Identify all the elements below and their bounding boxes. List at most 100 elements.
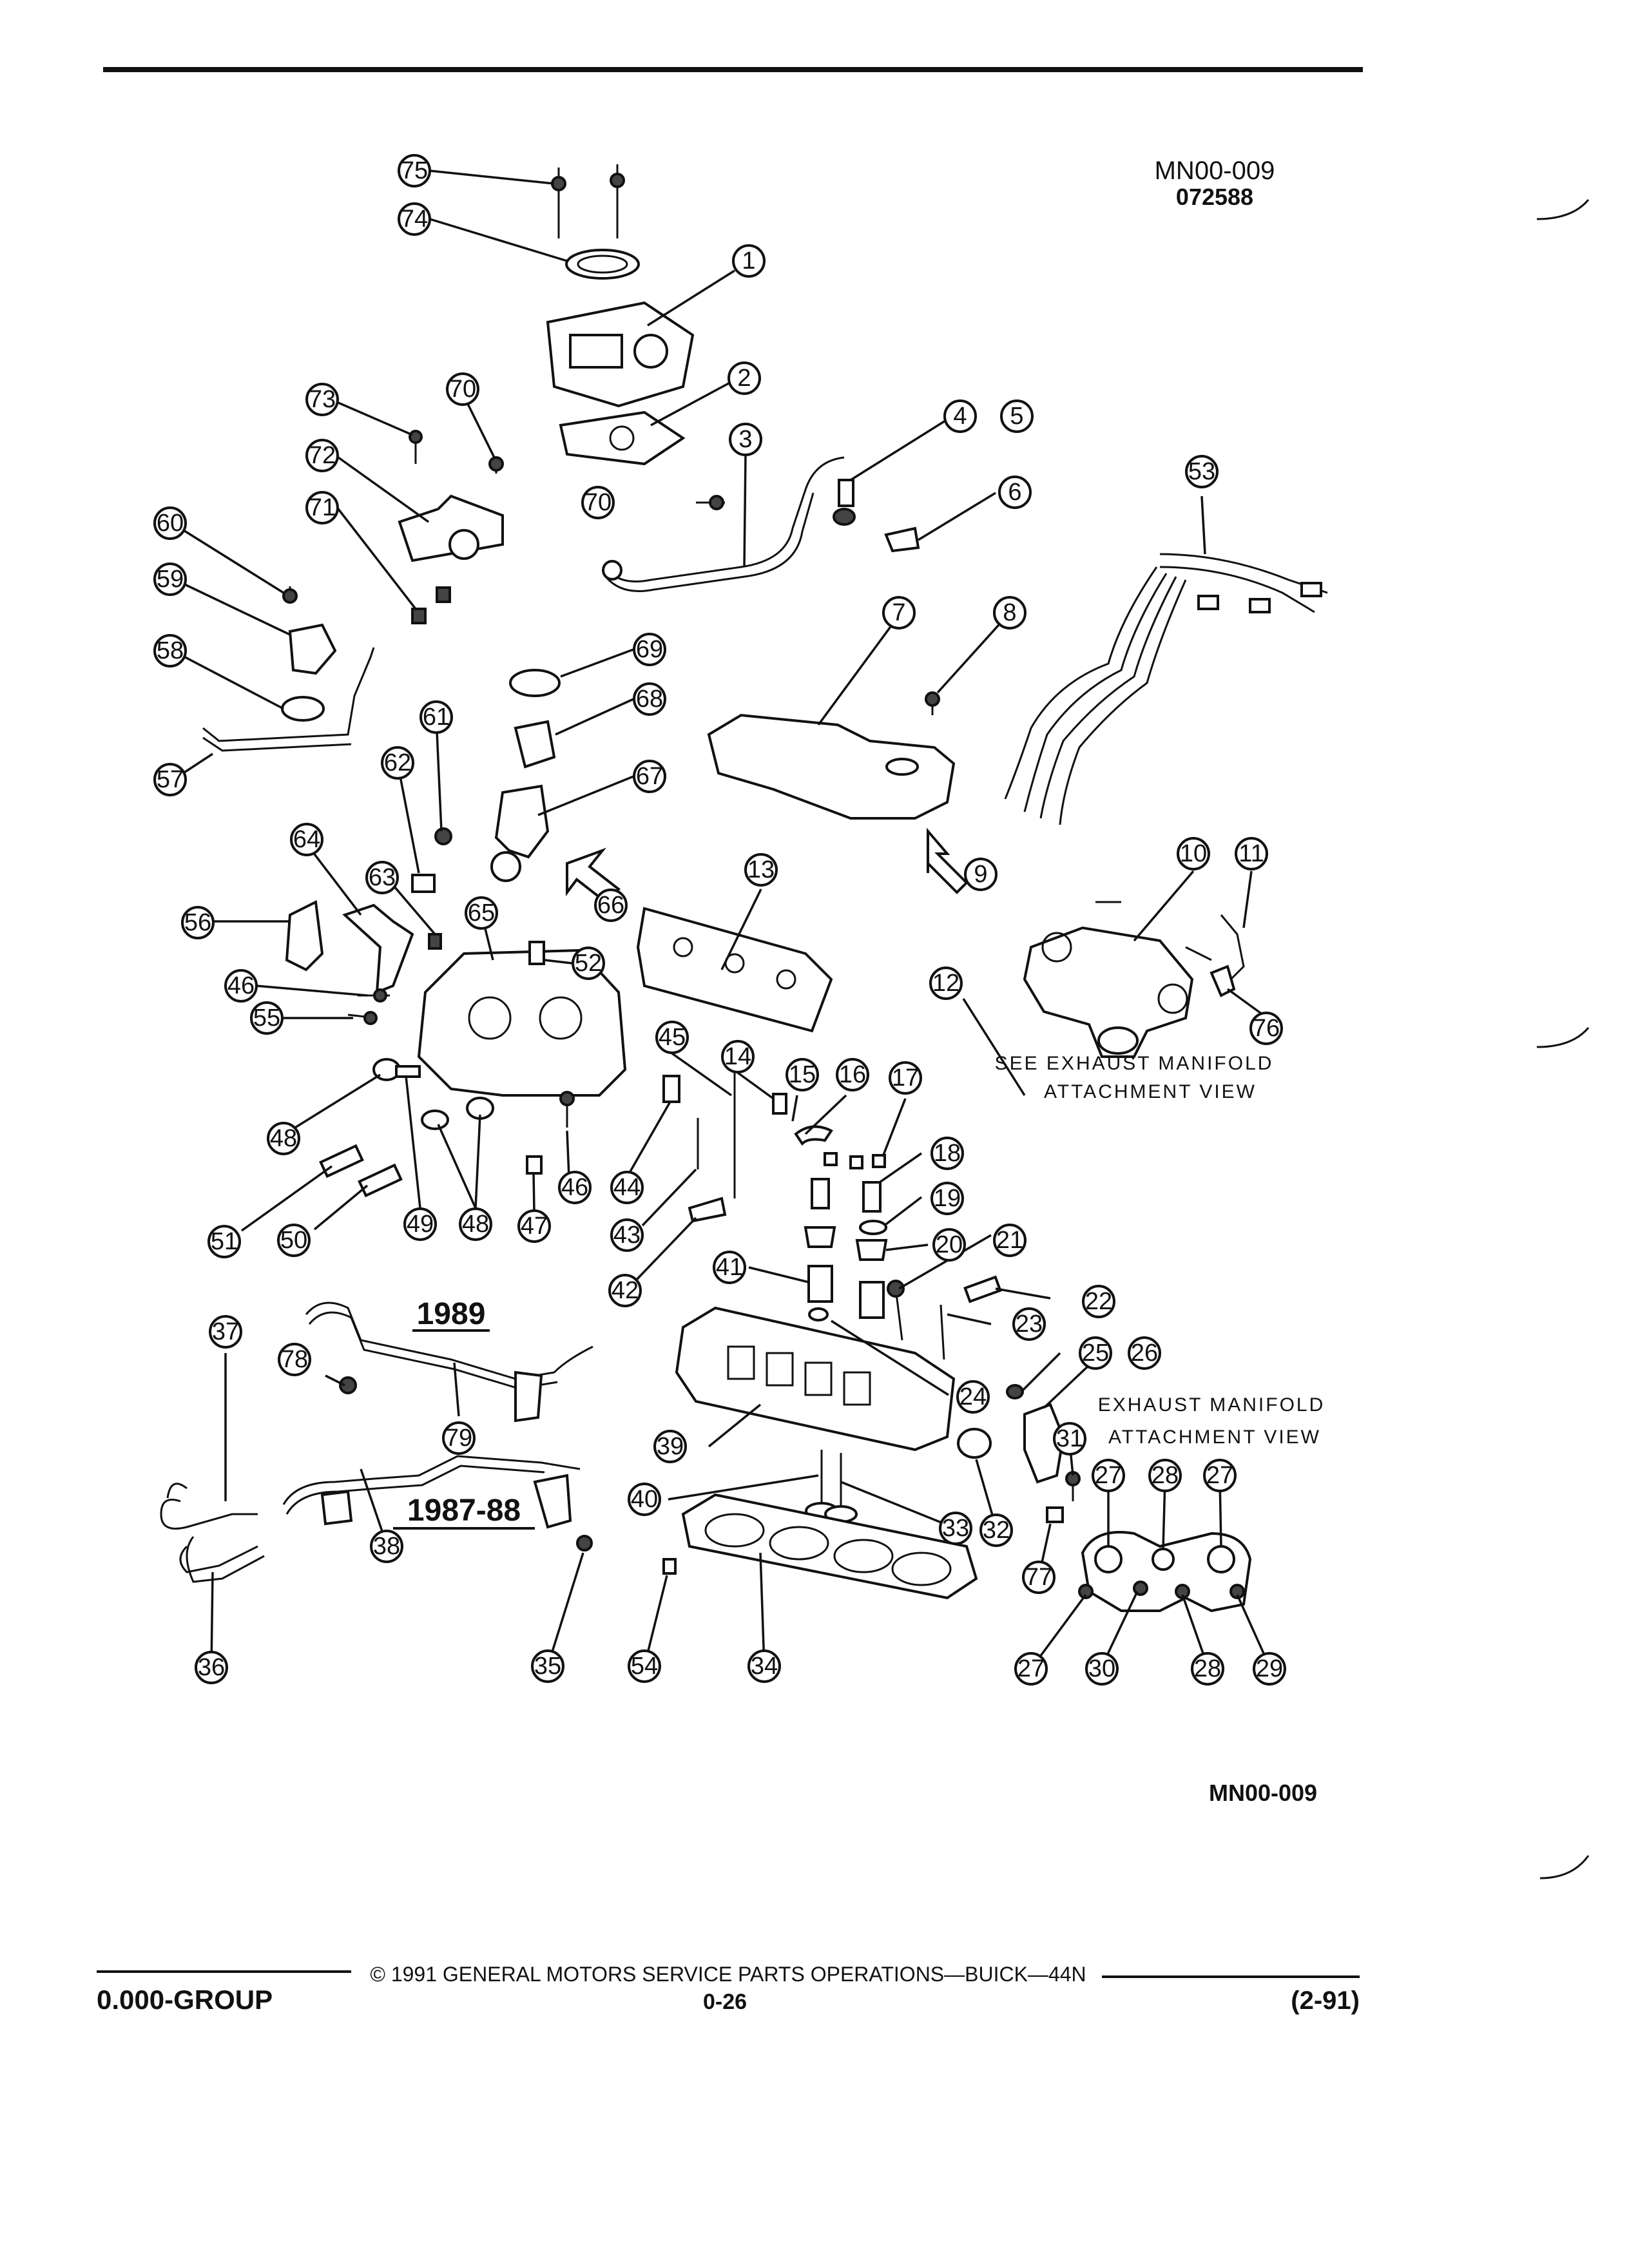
callout-19: 19 [930, 1182, 964, 1215]
svg-text:24: 24 [959, 1383, 987, 1410]
callout-2: 2 [728, 361, 761, 395]
svg-text:68: 68 [636, 686, 663, 713]
callout-73: 73 [305, 383, 339, 416]
callout-14: 14 [721, 1040, 755, 1073]
callout-24: 24 [956, 1380, 990, 1414]
callout-61: 61 [419, 700, 453, 734]
svg-text:26: 26 [1131, 1340, 1158, 1367]
callout-62: 62 [381, 746, 414, 780]
callout-12: 12 [929, 966, 963, 1000]
svg-text:51: 51 [211, 1228, 238, 1255]
svg-text:77: 77 [1025, 1564, 1052, 1591]
callout-7: 7 [882, 596, 916, 629]
svg-text:55: 55 [253, 1004, 280, 1032]
svg-text:54: 54 [631, 1653, 658, 1680]
figure-id: MN00-009 [1155, 157, 1275, 185]
svg-text:19: 19 [934, 1185, 961, 1212]
svg-text:17: 17 [892, 1064, 919, 1091]
svg-text:4: 4 [953, 403, 967, 430]
svg-text:67: 67 [636, 763, 663, 790]
svg-text:74: 74 [401, 206, 428, 233]
svg-text:41: 41 [716, 1254, 743, 1281]
callout-41: 41 [713, 1251, 746, 1284]
svg-text:5: 5 [1010, 403, 1023, 430]
svg-text:57: 57 [157, 766, 184, 793]
svg-text:2: 2 [737, 365, 751, 392]
callout-69: 69 [633, 633, 666, 666]
callout-40: 40 [628, 1483, 661, 1516]
svg-text:39: 39 [657, 1433, 684, 1460]
svg-text:8: 8 [1003, 599, 1016, 626]
callout-72: 72 [305, 439, 339, 472]
svg-text:66: 66 [597, 892, 624, 919]
svg-text:16: 16 [839, 1061, 866, 1088]
footer-group: 0.000-GROUP [97, 1984, 273, 2015]
callout-37: 37 [209, 1315, 242, 1349]
callout-76: 76 [1249, 1012, 1283, 1045]
callout-23: 23 [1012, 1307, 1046, 1341]
svg-text:37: 37 [212, 1318, 239, 1345]
callout-39: 39 [653, 1430, 687, 1463]
callout-63: 63 [365, 861, 399, 894]
callout-66: 66 [594, 889, 628, 922]
svg-text:23: 23 [1016, 1311, 1043, 1338]
callout-25: 25 [1079, 1336, 1112, 1370]
callout-6: 6 [998, 476, 1032, 509]
callout-29: 29 [1253, 1652, 1286, 1686]
svg-text:70: 70 [584, 489, 612, 516]
callout-35: 35 [531, 1649, 564, 1683]
callout-70-center: 70 [581, 486, 615, 519]
callout-52: 52 [572, 947, 605, 980]
svg-text:27: 27 [1017, 1655, 1045, 1682]
svg-text:33: 33 [942, 1515, 969, 1542]
callout-22: 22 [1082, 1285, 1115, 1318]
svg-text:70: 70 [449, 376, 476, 403]
callout-50: 50 [277, 1224, 311, 1257]
callout-68: 68 [633, 682, 666, 716]
callout-13: 13 [744, 853, 778, 887]
callout-27-bottom: 27 [1014, 1652, 1048, 1686]
callout-54: 54 [628, 1649, 661, 1683]
svg-text:61: 61 [423, 704, 450, 731]
svg-text:43: 43 [613, 1222, 641, 1249]
svg-text:18: 18 [934, 1140, 961, 1167]
callout-51: 51 [207, 1225, 241, 1258]
callout-9: 9 [964, 858, 998, 891]
callout-47: 47 [517, 1209, 551, 1243]
svg-text:12: 12 [932, 970, 959, 997]
callout-30: 30 [1085, 1652, 1119, 1686]
callout-59: 59 [153, 562, 187, 596]
callout-27-top-right: 27 [1203, 1459, 1237, 1492]
callout-31: 31 [1053, 1422, 1086, 1456]
callout-77: 77 [1022, 1561, 1055, 1594]
callout-21: 21 [993, 1224, 1027, 1257]
svg-text:20: 20 [936, 1231, 963, 1258]
part-shapes [160, 164, 1328, 1613]
svg-text:60: 60 [157, 510, 184, 537]
svg-text:73: 73 [309, 386, 336, 413]
callouts: 75 74 1 2 73 70 72 71 3 4 5 6 70 60 59 5… [153, 154, 1286, 1686]
callout-10: 10 [1177, 837, 1210, 870]
svg-text:1: 1 [742, 247, 755, 274]
svg-text:21: 21 [996, 1227, 1023, 1254]
svg-text:46: 46 [227, 972, 255, 999]
svg-text:25: 25 [1082, 1340, 1109, 1367]
svg-text:3: 3 [738, 426, 752, 453]
svg-text:31: 31 [1056, 1425, 1083, 1452]
svg-text:65: 65 [468, 899, 495, 927]
callout-56: 56 [181, 906, 215, 939]
svg-text:10: 10 [1180, 840, 1207, 867]
callout-1: 1 [732, 244, 766, 278]
callout-4: 4 [943, 399, 977, 433]
callout-36: 36 [195, 1651, 228, 1684]
svg-text:48: 48 [462, 1211, 489, 1238]
svg-text:50: 50 [280, 1227, 307, 1254]
callout-18: 18 [930, 1137, 964, 1170]
callout-71: 71 [305, 491, 339, 524]
footer-page: 0-26 [703, 1990, 747, 2014]
callout-46-lower: 46 [558, 1171, 592, 1204]
callout-53: 53 [1185, 455, 1219, 488]
svg-text:53: 53 [1188, 458, 1215, 485]
callout-8: 8 [993, 596, 1027, 629]
footer-copyright: © 1991 GENERAL MOTORS SERVICE PARTS OPER… [370, 1963, 1086, 1986]
